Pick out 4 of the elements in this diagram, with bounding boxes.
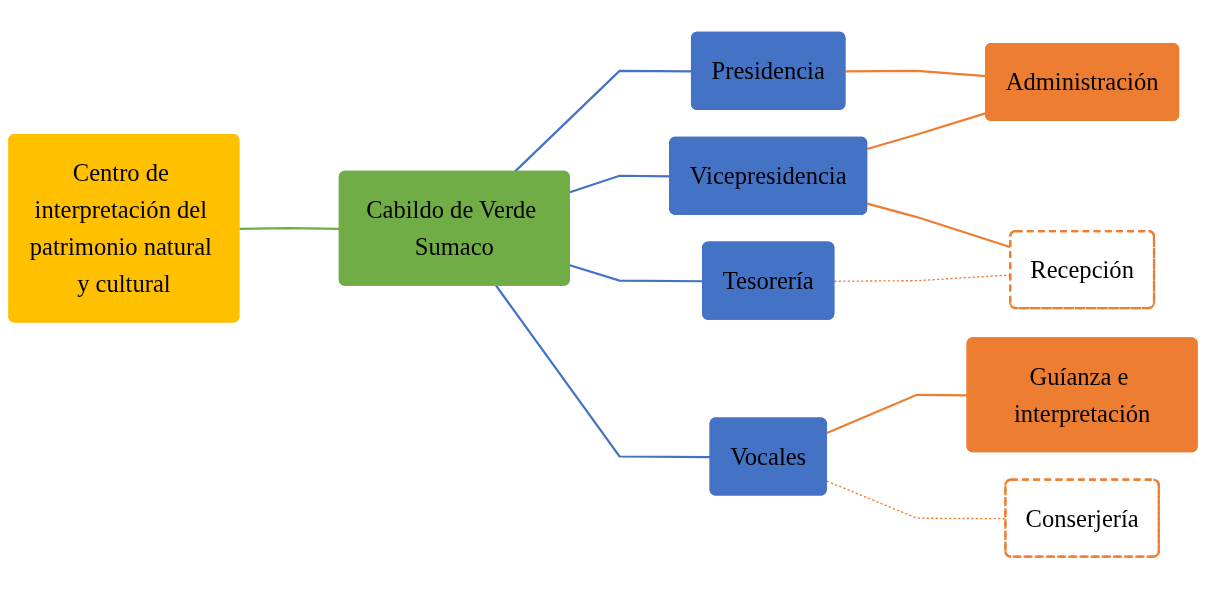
connector [866,112,987,151]
connector [826,393,968,434]
connector [239,227,340,230]
connector [495,285,711,459]
